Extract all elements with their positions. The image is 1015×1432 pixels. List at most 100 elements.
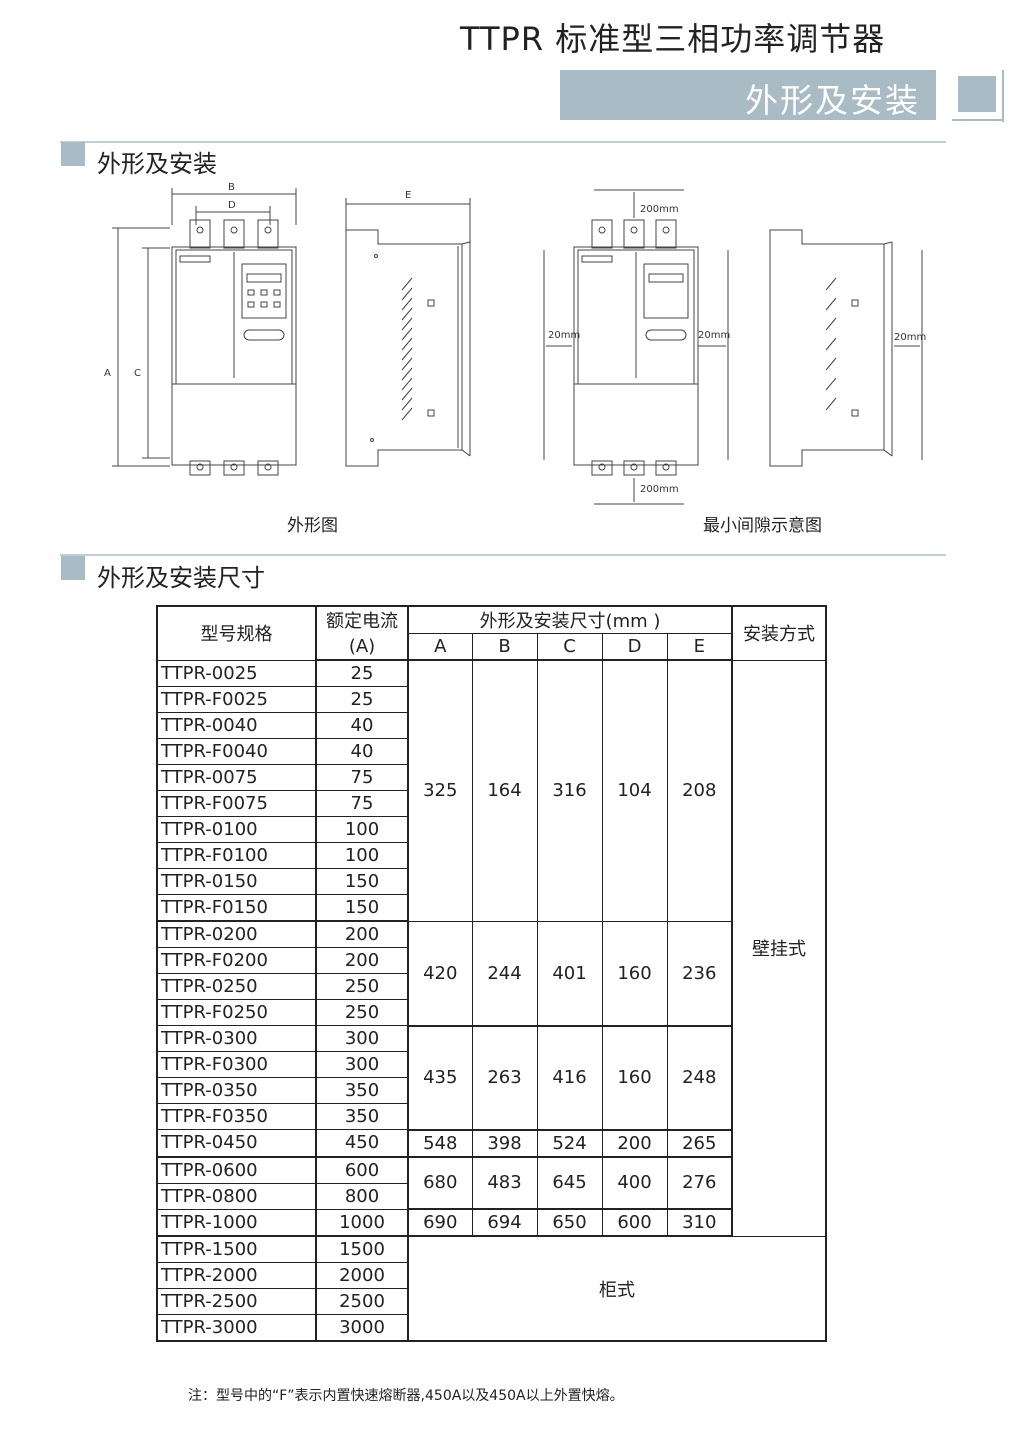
dim-cell: 483 [471, 1156, 538, 1210]
table-row: TTPR-0200 200 420 244 401 160 236 [156, 920, 826, 1027]
current-cell: 1000 [315, 1208, 409, 1237]
clearance-right-label: 20mm [698, 330, 730, 341]
dim-cell: 164 [471, 659, 538, 922]
model-cell: TTPR-F0350 [156, 1103, 317, 1130]
banner-frame-line [1002, 70, 1004, 122]
dim-cell: 160 [601, 920, 668, 1027]
model-cell: TTPR-0100 [156, 816, 317, 843]
dim-cell: 650 [536, 1208, 603, 1237]
section-title-dimensions: 外形及安装尺寸 [97, 564, 265, 592]
dim-cell: 416 [536, 1025, 603, 1131]
current-cell: 25 [315, 659, 409, 687]
current-cell: 75 [315, 790, 409, 817]
dim-cell: 325 [407, 659, 473, 922]
current-cell: 200 [315, 920, 409, 948]
current-cell: 150 [315, 868, 409, 895]
current-cell: 3000 [315, 1314, 409, 1342]
dim-cell: 265 [666, 1129, 734, 1158]
model-cell: TTPR-1500 [156, 1235, 317, 1263]
model-cell: TTPR-0040 [156, 712, 317, 739]
model-cell: TTPR-0300 [156, 1025, 317, 1052]
caption-clearance-drawing: 最小间隙示意图 [703, 516, 822, 536]
model-cell: TTPR-F0150 [156, 894, 317, 922]
clearance-side-drawing [769, 229, 923, 467]
dim-cell: 316 [536, 659, 603, 922]
current-cell: 150 [315, 894, 409, 922]
dim-cell: 244 [471, 920, 538, 1027]
table-row: TTPR-0450 450 548 398 524 200 265 [156, 1129, 826, 1158]
current-cell: 25 [315, 686, 409, 713]
dim-cell: 524 [536, 1129, 603, 1158]
dim-cell: 200 [601, 1129, 668, 1158]
model-cell: TTPR-F0040 [156, 738, 317, 765]
current-cell: 40 [315, 712, 409, 739]
header-model: 型号规格 [156, 605, 317, 661]
dim-cell: 645 [536, 1156, 603, 1210]
side-view-vent-slots [401, 277, 413, 421]
footnote: 注：型号中的“F”表示内置快速熔断器,450A以及450A以上外置快熔。 [188, 1388, 624, 1404]
current-cell: 40 [315, 738, 409, 765]
current-cell: 1500 [315, 1235, 409, 1263]
dim-cell: 690 [407, 1208, 473, 1237]
model-cell: TTPR-F0200 [156, 947, 317, 974]
dim-cell: 263 [471, 1025, 538, 1131]
current-cell: 800 [315, 1182, 409, 1210]
model-cell: TTPR-0600 [156, 1156, 317, 1184]
header-dim-b: B [471, 633, 538, 661]
outline-drawings: B D A C E 200mm 200mm 20mm 20mm 20mm [104, 182, 926, 505]
dim-cell: 310 [666, 1208, 734, 1237]
banner-square-decoration [958, 76, 996, 112]
model-cell: TTPR-0075 [156, 764, 317, 791]
table-row: TTPR-0600 600 680 483 645 400 276 [156, 1156, 826, 1210]
model-cell: TTPR-0025 [156, 659, 317, 687]
model-cell: TTPR-F0075 [156, 790, 317, 817]
current-cell: 200 [315, 947, 409, 974]
model-cell: TTPR-2500 [156, 1288, 317, 1315]
table-row: TTPR-0300 300 435 263 416 160 248 [156, 1025, 826, 1131]
model-cell: TTPR-F0250 [156, 999, 317, 1026]
dim-cell: 276 [666, 1156, 734, 1210]
dim-cell: 401 [536, 920, 603, 1027]
dim-cell: 420 [407, 920, 473, 1027]
header-current-unit: (A) [315, 633, 409, 661]
section-marker [61, 556, 85, 580]
model-cell: TTPR-0150 [156, 868, 317, 895]
mount-cabinet-cell: 柜式 [407, 1235, 827, 1342]
dim-cell: 680 [407, 1156, 473, 1210]
table-row: TTPR-0025 25 325 164 316 104 208 壁挂式 [156, 659, 827, 1237]
model-cell: TTPR-2000 [156, 1262, 317, 1289]
section-divider [60, 141, 946, 143]
dim-cell: 208 [666, 659, 734, 922]
clearance-bottom-label: 200mm [640, 484, 679, 495]
model-cell: TTPR-0450 [156, 1129, 317, 1158]
clearance-top-label: 200mm [640, 204, 679, 215]
side-view-drawing [345, 198, 471, 467]
table-row: TTPR-1000 1000 690 694 650 600 310 [156, 1208, 826, 1237]
model-cell: TTPR-3000 [156, 1314, 317, 1342]
dim-cell: 248 [666, 1025, 734, 1131]
dim-cell: 400 [601, 1156, 668, 1210]
model-cell: TTPR-F0025 [156, 686, 317, 713]
section-title-outline: 外形及安装 [97, 150, 217, 178]
caption-outline-drawing: 外形图 [287, 516, 338, 536]
model-cell: TTPR-0350 [156, 1077, 317, 1104]
section-banner: 外形及安装 [560, 70, 936, 120]
model-cell: TTPR-0800 [156, 1182, 317, 1210]
dim-label-d: D [228, 200, 236, 211]
dimensions-table: 型号规格 额定电流 外形及安装尺寸(mm ) 安装方式 (A) A B C D … [156, 605, 828, 1342]
